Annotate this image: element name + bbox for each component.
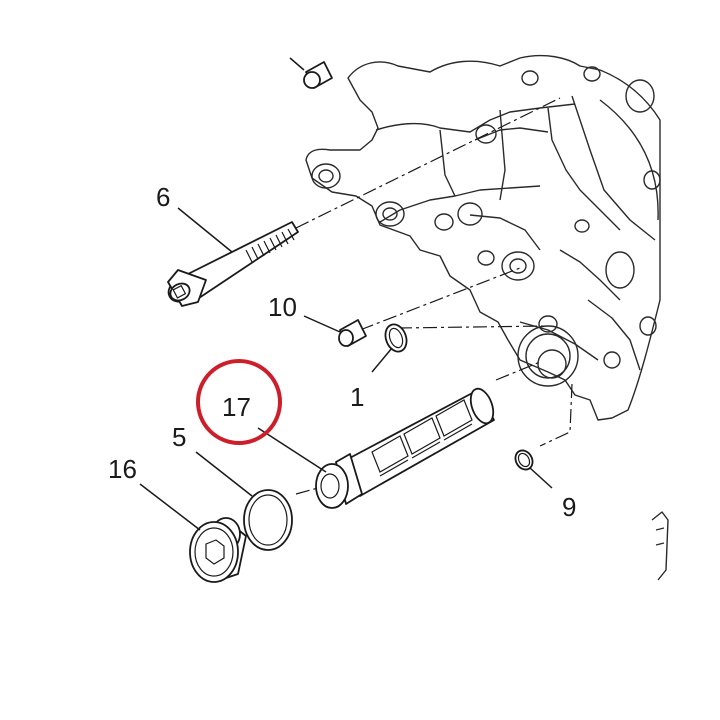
- dowel-top: [303, 61, 333, 89]
- leader-16: [139, 483, 201, 531]
- dowel-part-10: [338, 319, 367, 347]
- leader-10: [303, 315, 341, 333]
- plug-part-16: [189, 517, 247, 583]
- leader-top: [289, 57, 305, 71]
- bolt-part-6: [167, 221, 299, 307]
- filter-screen-part-17: [315, 387, 495, 509]
- crankcase: [305, 54, 669, 581]
- oring-part-9: [514, 449, 534, 471]
- callout-1: 1: [350, 382, 364, 412]
- leader-6: [177, 207, 233, 253]
- leader-1: [371, 347, 393, 373]
- leader-17: [257, 427, 327, 473]
- callout-17: 17: [222, 392, 251, 422]
- leader-lines: [139, 57, 553, 531]
- oring-part-1: [384, 323, 408, 353]
- assembly-lines: [295, 97, 573, 495]
- leader-5: [195, 451, 253, 497]
- callout-10: 10: [268, 292, 297, 322]
- callout-6: 6: [156, 182, 170, 212]
- leader-9: [529, 467, 553, 489]
- callout-5: 5: [172, 422, 186, 452]
- highlight-circle: [196, 359, 282, 445]
- callout-16: 16: [108, 454, 137, 484]
- callout-9: 9: [562, 492, 576, 522]
- callout-numbers: 6 10 1 17 5 16 9: [108, 182, 576, 522]
- oring-part-5: [243, 489, 293, 551]
